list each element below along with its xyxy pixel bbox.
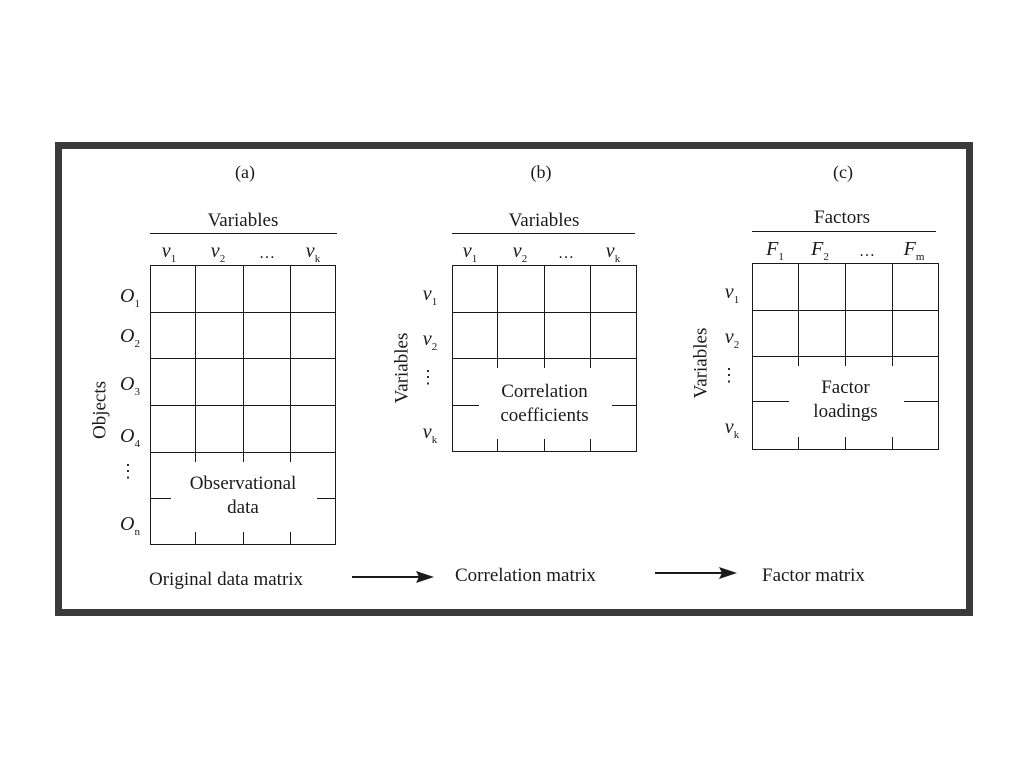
arrow-right-icon [352, 571, 434, 583]
panel-c-header: Factors [814, 207, 870, 228]
panel-c-matrix: Factor loadings [752, 263, 939, 450]
caption-factor-matrix: Factor matrix [762, 565, 865, 586]
panel-b-row-1: v1 [422, 283, 438, 308]
panel-b-header-rule [452, 233, 635, 234]
panel-c-header-rule [752, 231, 936, 232]
panel-a-side-label: Objects [89, 380, 111, 440]
panel-a-matrix: Observational data [150, 265, 336, 545]
panel-c-col-1: F1 [766, 238, 784, 263]
panel-b-col-1: v1 [462, 240, 478, 265]
panel-a-row-n: On [120, 513, 140, 538]
panel-b-side-label: Variables [391, 332, 413, 404]
panel-a-col-2: v2 [210, 240, 226, 265]
panel-b-letter: (b) [530, 162, 552, 182]
panel-a-letter: (a) [235, 162, 255, 182]
panel-c-col-2: F2 [811, 238, 829, 263]
panel-c-row-ellipsis: ⋮ [720, 365, 738, 385]
panel-c-row-k: vk [724, 416, 740, 441]
panel-b-header: Variables [508, 210, 580, 231]
panel-a-row-ellipsis: ⋮ [119, 461, 137, 481]
panel-c-col-m: Fm [903, 238, 925, 263]
arrow-right-icon [655, 567, 737, 579]
panel-a-col-ellipsis: … [259, 245, 277, 262]
panel-b-row-2: v2 [422, 328, 438, 353]
panel-a-row-4: O4 [120, 425, 140, 450]
panel-a-row-3: O3 [120, 373, 140, 398]
panel-b-col-ellipsis: … [558, 245, 576, 262]
panel-c-row-1: v1 [724, 281, 740, 306]
panel-a-row-2: O2 [120, 325, 140, 350]
panel-a-col-k: vk [305, 240, 321, 265]
panel-b-matrix: Correlation coefficients [452, 265, 637, 452]
panel-a-row-1: O1 [120, 285, 140, 310]
panel-c-col-ellipsis: … [859, 243, 877, 260]
caption-original-data-matrix: Original data matrix [149, 569, 304, 590]
panel-c-cell-label: Factor loadings [813, 377, 878, 422]
panel-c-side-label: Variables [690, 327, 712, 399]
panel-b-row-k: vk [422, 421, 438, 446]
panel-c-letter: (c) [833, 162, 853, 182]
panel-a-header: Variables [207, 210, 279, 231]
panel-b-cell-label: Correlation coefficients [500, 381, 589, 426]
panel-b-col-k: vk [605, 240, 621, 265]
panel-a-cell-label: Observational data [189, 473, 297, 518]
panel-a-col-1: v1 [161, 240, 177, 265]
panel-b-col-2: v2 [512, 240, 528, 265]
panel-b-row-ellipsis: ⋮ [419, 367, 437, 387]
panel-a-header-rule [150, 233, 337, 234]
panel-c-row-2: v2 [724, 326, 740, 351]
caption-correlation-matrix: Correlation matrix [455, 565, 596, 586]
